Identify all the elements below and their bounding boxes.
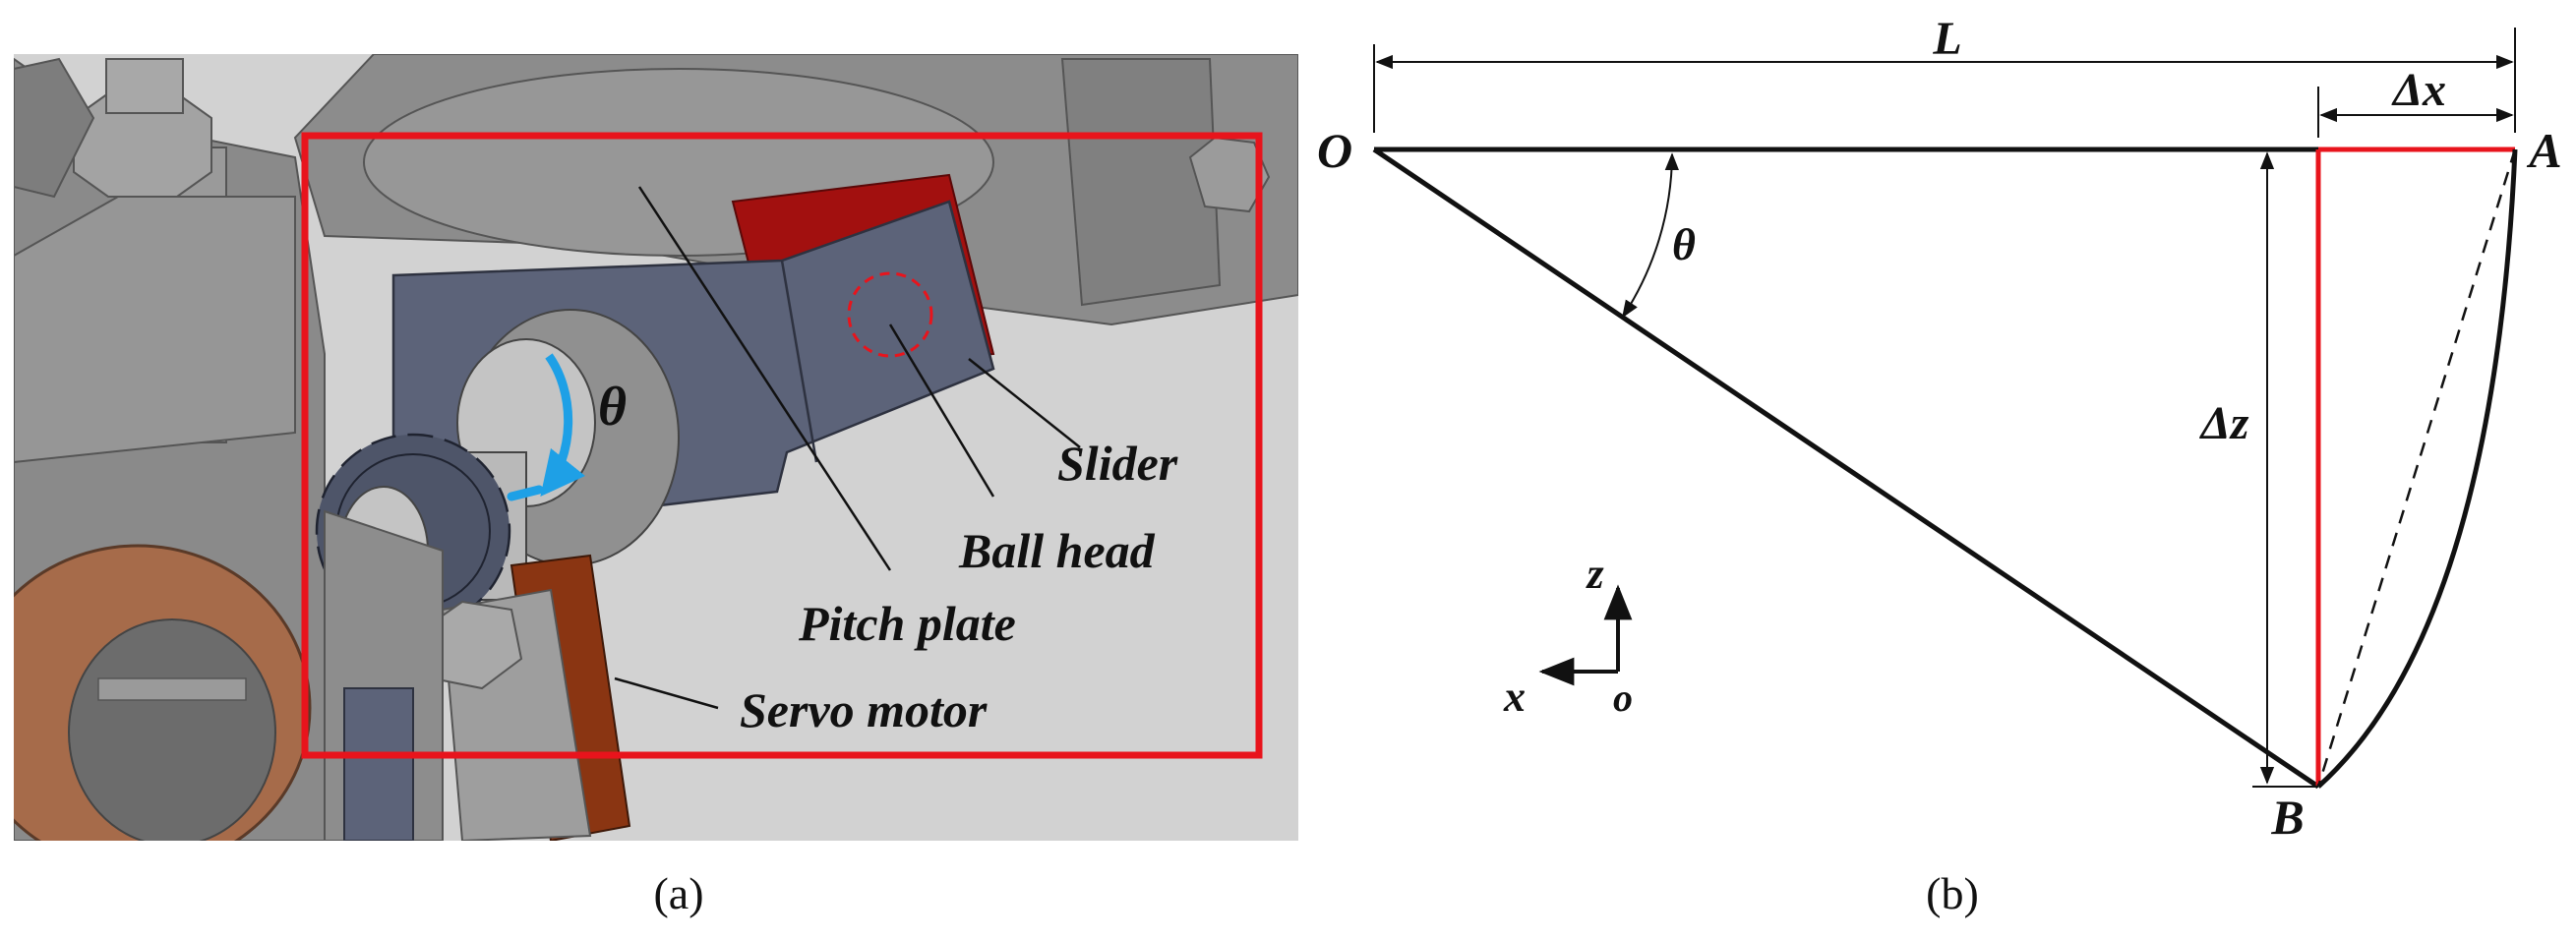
axis-o-label: o [1613,676,1633,720]
caption-b: (b) [1926,868,1979,918]
dz-label: Δz [2199,397,2249,449]
axis-x-label: x [1503,673,1526,721]
pitch-plate-label: Pitch plate [798,596,1016,651]
theta-label-a: θ [598,377,627,438]
ball-head-label: Ball head [958,523,1156,578]
dx-label: Δx [2391,64,2446,116]
axis-z-label: z [1585,550,1603,598]
rotation-arrow-icon [540,353,586,498]
point-A-label: A [2526,123,2561,178]
theta-angle-arc [1622,152,1680,319]
highlight-frame [301,132,1263,759]
panel-b-diagram [1372,28,2518,790]
L-label: L [1932,13,1961,65]
point-O-label: O [1317,123,1352,178]
caption-a: (a) [653,868,703,918]
theta-label-b: θ [1672,219,1696,269]
slider-label: Slider [1057,436,1178,491]
line-O-B [1372,147,2320,790]
arc-A-B [2316,148,2518,789]
point-B-label: B [2270,790,2304,845]
chord-A-B [2316,148,2517,788]
servo-motor-label: Servo motor [740,682,988,737]
